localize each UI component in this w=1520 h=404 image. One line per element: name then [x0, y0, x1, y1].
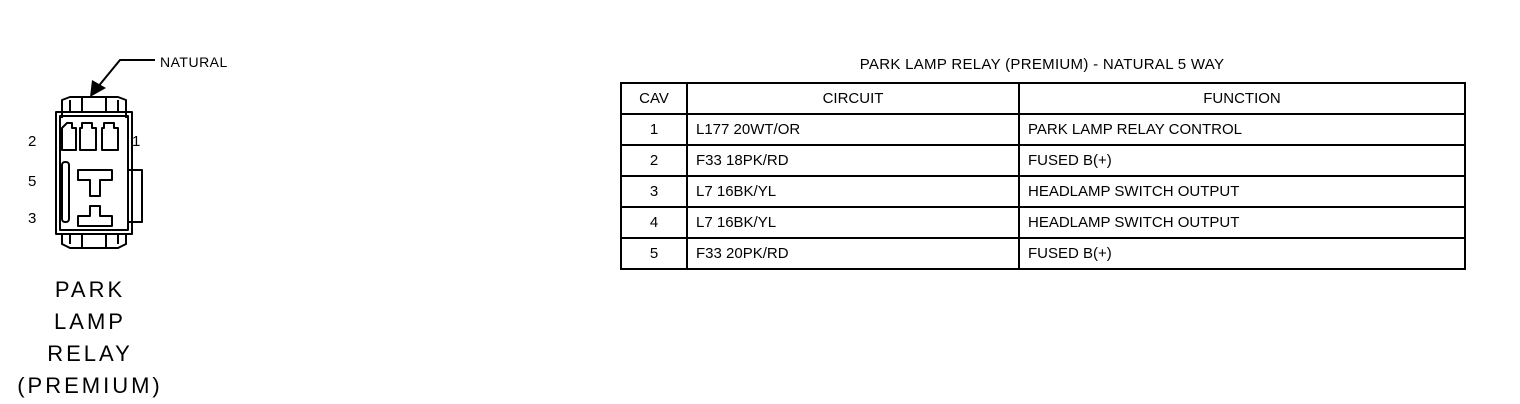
connector-right-ear [128, 169, 143, 223]
table-row: 1 L177 20WT/OR PARK LAMP RELAY CONTROL [620, 113, 1466, 146]
cavity-5 [77, 169, 113, 197]
pin-label-3: 3 [28, 210, 36, 227]
cell-circuit: F33 18PK/RD [686, 144, 1020, 177]
callout-label: NATURAL [160, 54, 228, 70]
cell-cav: 5 [620, 237, 688, 270]
table-row: 5 F33 20PK/RD FUSED B(+) [620, 237, 1466, 270]
connector-drawing: NATURAL 2 1 5 3 [28, 54, 228, 249]
cell-cav: 3 [620, 175, 688, 208]
connector-name: PARK LAMP RELAY (PREMIUM) [10, 274, 170, 402]
cell-cav: 1 [620, 113, 688, 146]
connector-bottom-latch [61, 234, 127, 249]
table-title: PARK LAMP RELAY (PREMIUM) - NATURAL 5 WA… [859, 56, 1225, 73]
cell-function: HEADLAMP SWITCH OUTPUT [1018, 206, 1466, 239]
connector-left-tab [61, 161, 70, 223]
cell-circuit: F33 20PK/RD [686, 237, 1020, 270]
header-function: FUNCTION [1018, 82, 1466, 115]
cell-circuit: L7 16BK/YL [686, 206, 1020, 239]
connector-body [55, 111, 133, 235]
pinout-table: CAV CIRCUIT FUNCTION 1 L177 20WT/OR PARK… [620, 82, 1466, 270]
callout-arrowhead [90, 80, 106, 97]
cavity-4 [79, 122, 97, 151]
table-row: 4 L7 16BK/YL HEADLAMP SWITCH OUTPUT [620, 206, 1466, 239]
cell-function: HEADLAMP SWITCH OUTPUT [1018, 175, 1466, 208]
cell-function: FUSED B(+) [1018, 237, 1466, 270]
connector-name-line: LAMP [54, 309, 126, 334]
cavity-2 [61, 122, 77, 151]
cell-function: FUSED B(+) [1018, 144, 1466, 177]
table-row: 2 F33 18PK/RD FUSED B(+) [620, 144, 1466, 177]
header-cav: CAV [620, 82, 688, 115]
connector-name-line: (PREMIUM) [17, 373, 163, 398]
cell-cav: 4 [620, 206, 688, 239]
cavity-1 [101, 122, 119, 151]
pin-label-5: 5 [28, 173, 36, 190]
callout-leader [96, 59, 155, 89]
cell-cav: 2 [620, 144, 688, 177]
header-circuit: CIRCUIT [686, 82, 1020, 115]
connector-name-line: RELAY [47, 341, 133, 366]
cavity-3 [77, 205, 113, 227]
pin-label-1: 1 [132, 133, 140, 150]
cell-circuit: L7 16BK/YL [686, 175, 1020, 208]
cell-circuit: L177 20WT/OR [686, 113, 1020, 146]
table-header-row: CAV CIRCUIT FUNCTION [620, 82, 1466, 115]
pin-label-2: 2 [28, 133, 36, 150]
connector-name-line: PARK [54, 277, 126, 302]
cell-function: PARK LAMP RELAY CONTROL [1018, 113, 1466, 146]
connector-top-latch [61, 96, 127, 118]
table-row: 3 L7 16BK/YL HEADLAMP SWITCH OUTPUT [620, 175, 1466, 208]
